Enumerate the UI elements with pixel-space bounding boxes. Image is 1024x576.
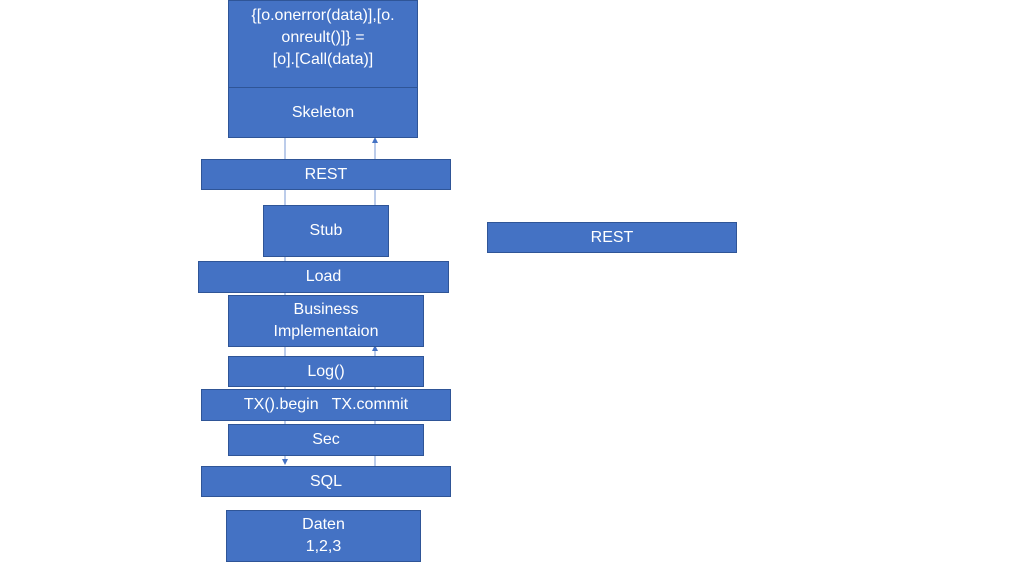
business-implementation-box: Business Implementaion (228, 295, 424, 347)
call-expression-box: {[o.onerror(data)],[o. onreult()]} = [o]… (228, 0, 418, 88)
skeleton-box: Skeleton (228, 87, 418, 138)
sec-box: Sec (228, 424, 424, 456)
rest-side-box: REST (487, 222, 737, 253)
rest-server-box: REST (201, 159, 451, 190)
daten-box: Daten 1,2,3 (226, 510, 421, 562)
sql-box: SQL (201, 466, 451, 497)
log-box: Log() (228, 356, 424, 387)
load-box: Load (198, 261, 449, 293)
stub-box: Stub (263, 205, 389, 257)
tx-box: TX().begin TX.commit (201, 389, 451, 421)
